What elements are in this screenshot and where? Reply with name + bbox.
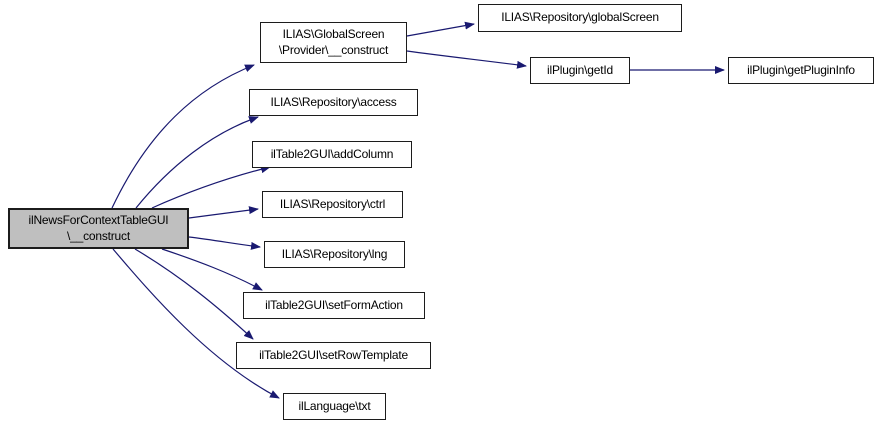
node-iltable2gui-setformaction[interactable]: ilTable2GUI\setFormAction xyxy=(243,292,425,319)
edge-main-to-set-row-template xyxy=(134,248,254,340)
edge-main-to-txt xyxy=(112,248,280,399)
edge-main-to-ctrl xyxy=(188,206,259,219)
edge-main-to-set-form-action xyxy=(161,248,263,291)
node-repository-access[interactable]: ILIAS\Repository\access xyxy=(249,89,418,116)
node-iltable2gui-addcolumn[interactable]: ilTable2GUI\addColumn xyxy=(252,141,412,168)
node-illanguage-txt[interactable]: ilLanguage\txt xyxy=(283,393,386,420)
edge-main-to-access xyxy=(135,116,259,209)
node-repository-ctrl[interactable]: ILIAS\Repository\ctrl xyxy=(262,191,403,218)
node-repository-globalscreen[interactable]: ILIAS\Repository\globalScreen xyxy=(478,4,682,32)
node-ilplugin-getplugininfo[interactable]: ilPlugin\getPluginInfo xyxy=(728,57,874,84)
node-repository-lng[interactable]: ILIAS\Repository\lng xyxy=(264,241,405,268)
node-globalscreen-provider-construct[interactable]: ILIAS\GlobalScreen \Provider\__construct xyxy=(260,22,407,63)
node-ilplugin-getid[interactable]: ilPlugin\getId xyxy=(530,57,630,84)
node-ilnewsforcontexttablegui-construct: ilNewsForContextTableGUI \__construct xyxy=(8,208,189,249)
edge-provider-construct-to-global-screen xyxy=(406,21,475,37)
edge-provider-construct-to-get-id xyxy=(406,50,527,69)
edge-main-to-provider-construct xyxy=(111,64,255,209)
edge-main-to-add-column xyxy=(151,165,271,209)
node-iltable2gui-setrowtemplate[interactable]: ilTable2GUI\setRowTemplate xyxy=(236,342,431,369)
edge-main-to-lng xyxy=(188,236,261,250)
